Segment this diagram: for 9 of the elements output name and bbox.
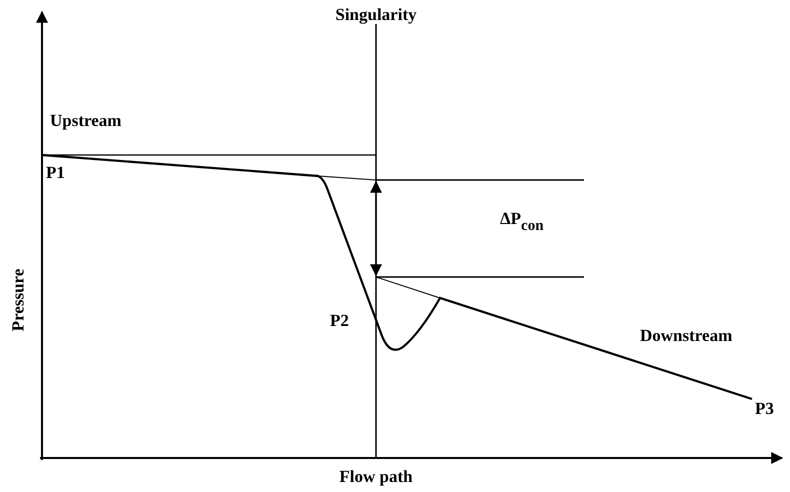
region-label: Upstream — [50, 112, 122, 129]
axis-title: Flow path — [339, 468, 413, 485]
axis-title: Pressure — [10, 268, 26, 332]
point-label: P3 — [755, 400, 774, 417]
point-label: P2 — [330, 312, 349, 329]
point-label: P1 — [46, 164, 65, 181]
pressure-drop-label: ΔP$_{con}$ — [500, 210, 544, 234]
region-label: Downstream — [640, 327, 732, 344]
axis-title: Singularity — [335, 6, 417, 23]
